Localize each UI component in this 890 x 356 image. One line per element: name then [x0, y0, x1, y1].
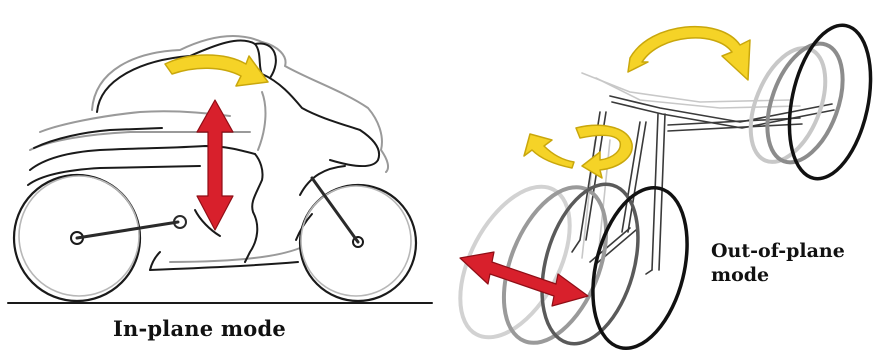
front-fork	[312, 178, 358, 242]
out-of-plane-yaw-arrow	[628, 27, 750, 80]
out-of-plane-lateral-arrow	[460, 252, 588, 306]
in-plane-bounce-arrow	[197, 100, 233, 230]
rear-wheel-ghost-1	[753, 33, 857, 172]
double-horizontal-arrow-icon	[460, 252, 588, 306]
in-plane-rotation-arrow	[165, 55, 268, 86]
out-of-plane-frame	[438, 18, 884, 351]
curved-arrow-icon	[165, 55, 268, 86]
swingarm	[77, 222, 178, 238]
main-body-outline	[28, 41, 379, 270]
out-of-plane-caption-line2: mode	[711, 264, 769, 286]
double-vertical-arrow-icon	[197, 100, 233, 230]
curved-arrow-icon	[628, 27, 750, 80]
curved-arrow-icon	[576, 125, 632, 178]
in-plane-caption: In-plane mode	[113, 316, 286, 341]
front-wheel-ghost-2	[483, 172, 626, 351]
front-wheel	[577, 178, 702, 351]
out-of-plane-roll-arrow	[524, 125, 632, 178]
out-of-plane-caption-line1: Out-of-plane	[711, 240, 845, 262]
rear-wheel-ghost	[19, 176, 139, 296]
